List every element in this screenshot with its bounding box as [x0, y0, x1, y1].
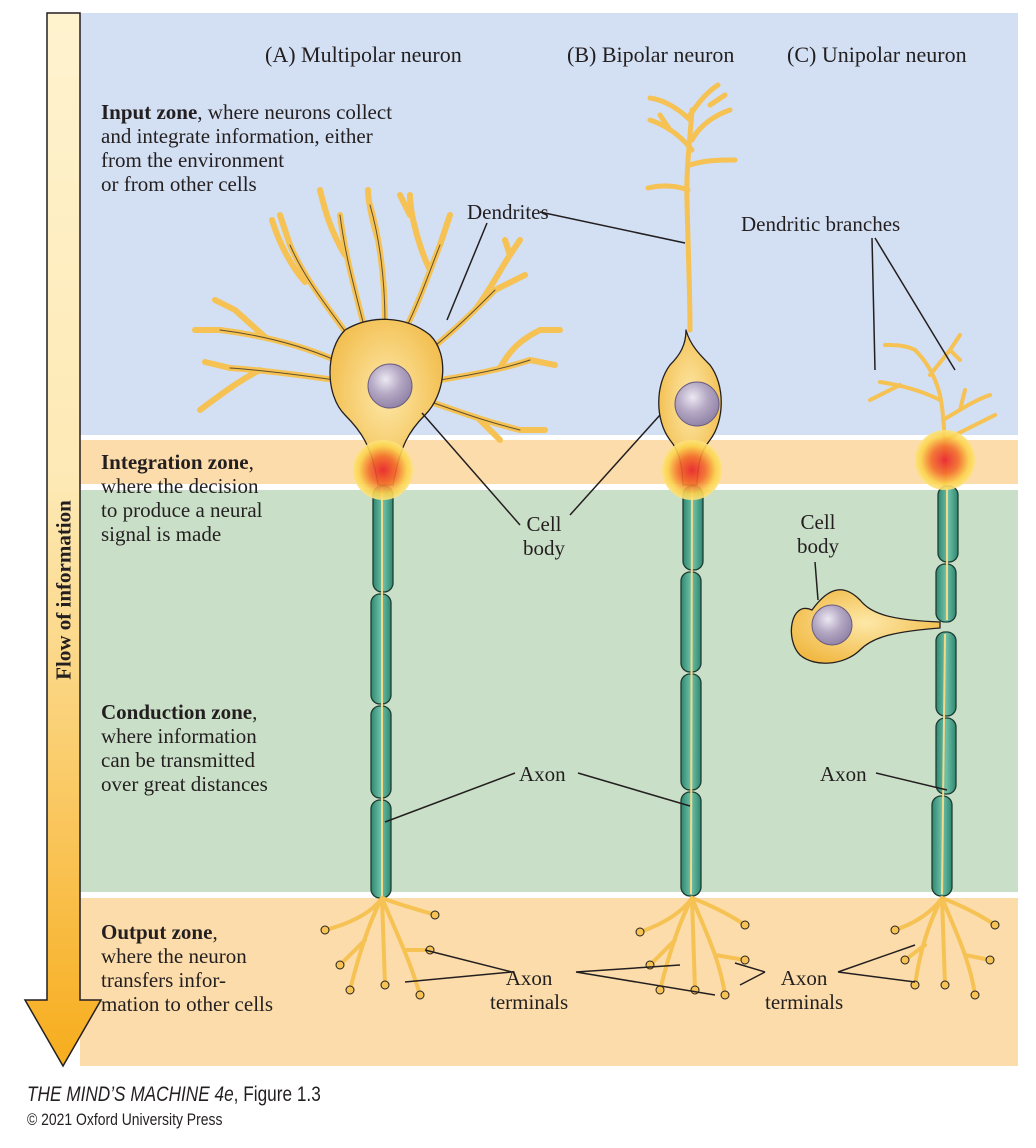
output-zone-line: mation to other cells [101, 992, 274, 1016]
conduction-zone-line: over great distances [101, 772, 268, 796]
flow-arrow [23, 12, 103, 1068]
integration-zone-description: Integration zone, where the decision to … [101, 450, 263, 546]
unipolar-neuron [790, 333, 997, 664]
figure-caption-title: THE MIND’S MACHINE 4e, Figure 1.3 [27, 1083, 321, 1107]
conduction-zone-title: Conduction zone [101, 700, 253, 724]
conduction-zone-line: can be transmitted [101, 748, 255, 772]
output-zone-description: Output zone, where the neuron transfers … [101, 920, 273, 1016]
cell-body-label-c: Cell body [797, 510, 839, 558]
header-multipolar-neuron: (A) Multipolar neuron [265, 42, 462, 67]
axons [370, 485, 959, 899]
axon-terminals [323, 896, 997, 997]
axon-terminals-label-line: Axon [505, 966, 553, 990]
conduction-zone-description: Conduction zone, where information can b… [101, 700, 268, 796]
input-zone-text: , where neurons collect [197, 100, 393, 124]
input-zone-line: or from other cells [101, 172, 257, 196]
bipolar-dendrites [645, 82, 738, 333]
integration-zone-line: where the decision [101, 474, 259, 498]
leader-lines [384, 211, 956, 996]
output-zone-line: where the neuron [101, 944, 247, 968]
integration-zone-title: Integration zone [101, 450, 249, 474]
cell-body-label-line: body [523, 536, 565, 560]
bipolar-neuron [645, 82, 738, 486]
figure-copyright: © 2021 Oxford University Press [27, 1110, 223, 1129]
cell-body-label-ab: Cell body [523, 512, 565, 560]
dendrites-label: Dendrites [467, 200, 549, 224]
conduction-zone-line: where information [101, 724, 257, 748]
integration-zone-line: signal is made [101, 522, 222, 546]
output-zone-line: transfers infor- [101, 968, 226, 992]
integration-zone-band [80, 440, 1018, 484]
axon-terminals-label-line: terminals [765, 990, 844, 1014]
output-zone-band [80, 898, 1018, 1066]
conduction-zone-band [80, 490, 1018, 892]
dendritic-branches-label: Dendritic branches [741, 212, 901, 236]
output-zone-title: Output zone [101, 920, 213, 944]
axon-terminals-label-ab: Axon terminals [490, 966, 568, 1014]
cell-body-label-line: Cell [800, 510, 836, 534]
figure-number: , Figure 1.3 [233, 1083, 321, 1106]
integration-zone-text: , [248, 450, 254, 474]
axon-terminals-label-line: Axon [780, 966, 828, 990]
output-zone-text: , [212, 920, 218, 944]
axon-label-ab: Axon [519, 762, 566, 786]
flow-of-information-label: Flow of information [51, 500, 76, 680]
book-title: THE MIND’S MACHINE 4e [27, 1083, 234, 1106]
axon-terminals-label-line: terminals [490, 990, 569, 1014]
multipolar-neuron [192, 187, 563, 486]
integration-zone-line: to produce a neural [101, 498, 263, 522]
cell-body-label-line: Cell [526, 512, 562, 536]
input-zone-description: Input zone, where neurons collect and in… [101, 100, 392, 196]
input-zone-line: and integrate information, either [101, 124, 373, 148]
header-bipolar-neuron: (B) Bipolar neuron [567, 42, 735, 67]
axon-terminals-label-c: Axon terminals [765, 966, 843, 1014]
integration-sparks [353, 430, 975, 500]
conduction-zone-text: , [252, 700, 258, 724]
axon-label-c: Axon [820, 762, 867, 786]
input-zone-line: from the environment [101, 148, 285, 172]
cell-body-label-line: body [797, 534, 839, 558]
input-zone-title: Input zone [101, 100, 198, 124]
header-unipolar-neuron: (C) Unipolar neuron [787, 42, 967, 67]
